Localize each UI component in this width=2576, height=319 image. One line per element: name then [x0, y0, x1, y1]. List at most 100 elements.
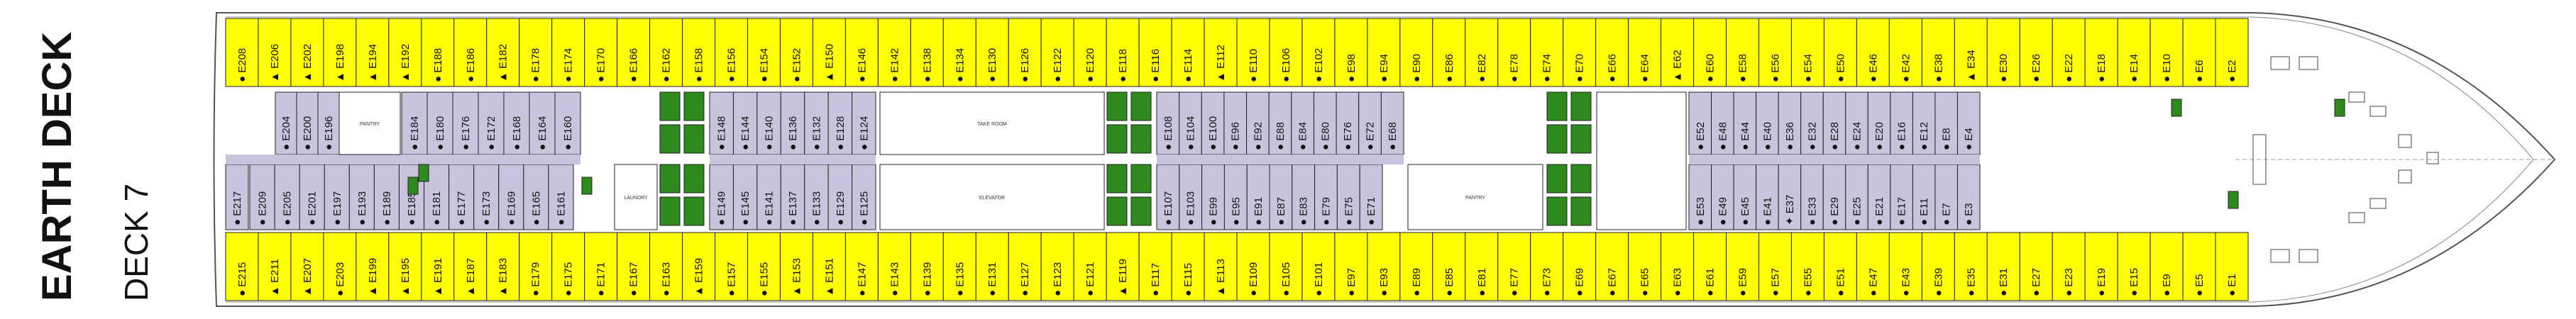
cabin-e20[interactable]: ● E20: [1867, 91, 1891, 155]
cabin-e39[interactable]: ● E39: [1921, 232, 1955, 301]
cabin-e138[interactable]: ● E138: [910, 18, 944, 87]
cabin-e205[interactable]: ● E205: [274, 164, 300, 230]
cabin-e3[interactable]: ● E3: [1956, 164, 1981, 230]
cabin-e15[interactable]: ● E15: [2117, 232, 2151, 301]
cabin-e28[interactable]: ● E28: [1822, 91, 1846, 155]
cabin-e87[interactable]: ● E87: [1269, 164, 1293, 230]
cabin-e41[interactable]: ● E41: [1756, 164, 1779, 230]
cabin-e176[interactable]: ● E176: [452, 91, 479, 155]
cabin-e179[interactable]: ● E179: [519, 232, 553, 301]
cabin-e16[interactable]: ● E16: [1890, 91, 1913, 155]
cabin-e167[interactable]: ● E167: [617, 232, 651, 301]
cabin-e14[interactable]: ● E14: [2117, 18, 2151, 87]
cabin-e10[interactable]: ● E10: [2150, 18, 2184, 87]
cabin-e171[interactable]: ● E171: [584, 232, 618, 301]
cabin-e42[interactable]: ● E42: [1888, 18, 1922, 87]
cabin-e110[interactable]: ● E110: [1236, 18, 1270, 87]
cabin-e74[interactable]: ● E74: [1530, 18, 1564, 87]
cabin-e24[interactable]: ● E24: [1845, 91, 1868, 155]
cabin-e88[interactable]: ● E88: [1268, 91, 1292, 155]
cabin-e89[interactable]: ● E89: [1399, 232, 1433, 301]
cabin-e140[interactable]: ● E140: [756, 91, 781, 155]
cabin-e197[interactable]: ● E197: [324, 164, 350, 230]
cabin-e132[interactable]: ● E132: [804, 91, 829, 155]
cabin-e30[interactable]: ● E30: [1986, 18, 2020, 87]
cabin-e141[interactable]: ● E141: [756, 164, 781, 230]
cabin-e44[interactable]: ● E44: [1733, 91, 1757, 155]
cabin-e177[interactable]: ● E177: [448, 164, 475, 230]
cabin-e21[interactable]: ● E21: [1867, 164, 1891, 230]
cabin-e63[interactable]: ● E63: [1661, 232, 1695, 301]
cabin-e121[interactable]: ● E121: [1073, 232, 1107, 301]
cabin-e67[interactable]: ● E67: [1595, 232, 1629, 301]
cabin-e101[interactable]: ● E101: [1301, 232, 1336, 301]
cabin-e97[interactable]: ● E97: [1334, 232, 1368, 301]
cabin-e17[interactable]: ● E17: [1890, 164, 1913, 230]
cabin-e133[interactable]: ● E133: [804, 164, 829, 230]
cabin-e90[interactable]: ● E90: [1399, 18, 1433, 87]
cabin-e145[interactable]: ● E145: [732, 164, 758, 230]
cabin-e95[interactable]: ● E95: [1223, 164, 1248, 230]
cabin-e23[interactable]: ● E23: [2052, 232, 2086, 301]
cabin-e93[interactable]: ● E93: [1367, 232, 1401, 301]
cabin-e191[interactable]: ▲ E191: [421, 232, 455, 301]
cabin-e162[interactable]: ● E162: [649, 18, 683, 87]
cabin-e71[interactable]: ● E71: [1359, 164, 1383, 230]
cabin-e160[interactable]: ● E160: [554, 91, 581, 155]
cabin-e202[interactable]: ▲ E202: [290, 18, 324, 87]
cabin-e122[interactable]: ● E122: [1040, 18, 1074, 87]
cabin-e170[interactable]: ● E170: [584, 18, 618, 87]
cabin-e124[interactable]: ● E124: [852, 91, 876, 155]
cabin-e168[interactable]: ● E168: [503, 91, 530, 155]
cabin-e99[interactable]: ● E99: [1201, 164, 1225, 230]
cabin-e86[interactable]: ● E86: [1432, 18, 1466, 87]
cabin-e119[interactable]: ▲ E119: [1106, 232, 1140, 301]
cabin-e175[interactable]: ● E175: [551, 232, 585, 301]
cabin-e84[interactable]: ● E84: [1291, 91, 1314, 155]
cabin-e172[interactable]: ● E172: [478, 91, 505, 155]
cabin-e142[interactable]: ● E142: [877, 18, 911, 87]
cabin-e72[interactable]: ● E72: [1358, 91, 1382, 155]
cabin-e31[interactable]: ● E31: [1986, 232, 2020, 301]
cabin-e149[interactable]: ● E149: [709, 164, 734, 230]
cabin-e98[interactable]: ● E98: [1334, 18, 1368, 87]
cabin-e11[interactable]: ● E11: [1912, 164, 1936, 230]
cabin-e94[interactable]: ● E94: [1367, 18, 1401, 87]
cabin-e83[interactable]: ● E83: [1292, 164, 1316, 230]
cabin-e117[interactable]: ● E117: [1138, 232, 1172, 301]
cabin-e76[interactable]: ● E76: [1336, 91, 1360, 155]
cabin-e146[interactable]: ● E146: [844, 18, 879, 87]
cabin-e209[interactable]: ● E209: [249, 164, 275, 230]
cabin-e92[interactable]: ● E92: [1246, 91, 1270, 155]
cabin-e128[interactable]: ● E128: [827, 91, 853, 155]
cabin-e157[interactable]: ● E157: [715, 232, 748, 301]
cabin-e18[interactable]: ● E18: [2084, 18, 2118, 87]
cabin-e201[interactable]: ● E201: [299, 164, 325, 230]
cabin-e61[interactable]: ● E61: [1693, 232, 1727, 301]
cabin-e100[interactable]: ● E100: [1201, 91, 1225, 155]
cabin-e143[interactable]: ● E143: [877, 232, 911, 301]
cabin-e169[interactable]: ● E169: [498, 164, 524, 230]
cabin-e154[interactable]: ● E154: [747, 18, 781, 87]
cabin-e59[interactable]: ● E59: [1726, 232, 1759, 301]
cabin-e125[interactable]: ● E125: [852, 164, 876, 230]
cabin-e198[interactable]: ▲ E198: [323, 18, 357, 87]
cabin-e194[interactable]: ▲ E194: [356, 18, 390, 87]
cabin-e57[interactable]: ● E57: [1758, 232, 1792, 301]
cabin-e37[interactable]: ✦ E37: [1778, 164, 1802, 230]
cabin-e180[interactable]: ● E180: [426, 91, 453, 155]
cabin-e109[interactable]: ● E109: [1236, 232, 1270, 301]
cabin-e126[interactable]: ● E126: [1008, 18, 1042, 87]
cabin-e195[interactable]: ▲ E195: [388, 232, 422, 301]
cabin-e9[interactable]: ● E9: [2150, 232, 2184, 301]
cabin-e112[interactable]: ▲ E112: [1204, 18, 1238, 87]
cabin-e62[interactable]: ▲ E62: [1661, 18, 1695, 87]
cabin-e107[interactable]: ● E107: [1156, 164, 1180, 230]
cabin-e46[interactable]: ● E46: [1856, 18, 1890, 87]
cabin-e114[interactable]: ● E114: [1171, 18, 1205, 87]
cabin-e19[interactable]: ● E19: [2084, 232, 2118, 301]
cabin-e70[interactable]: ● E70: [1563, 18, 1597, 87]
cabin-e185[interactable]: ● E185: [398, 164, 425, 230]
cabin-e151[interactable]: ▲ E151: [812, 232, 846, 301]
cabin-e123[interactable]: ● E123: [1040, 232, 1074, 301]
